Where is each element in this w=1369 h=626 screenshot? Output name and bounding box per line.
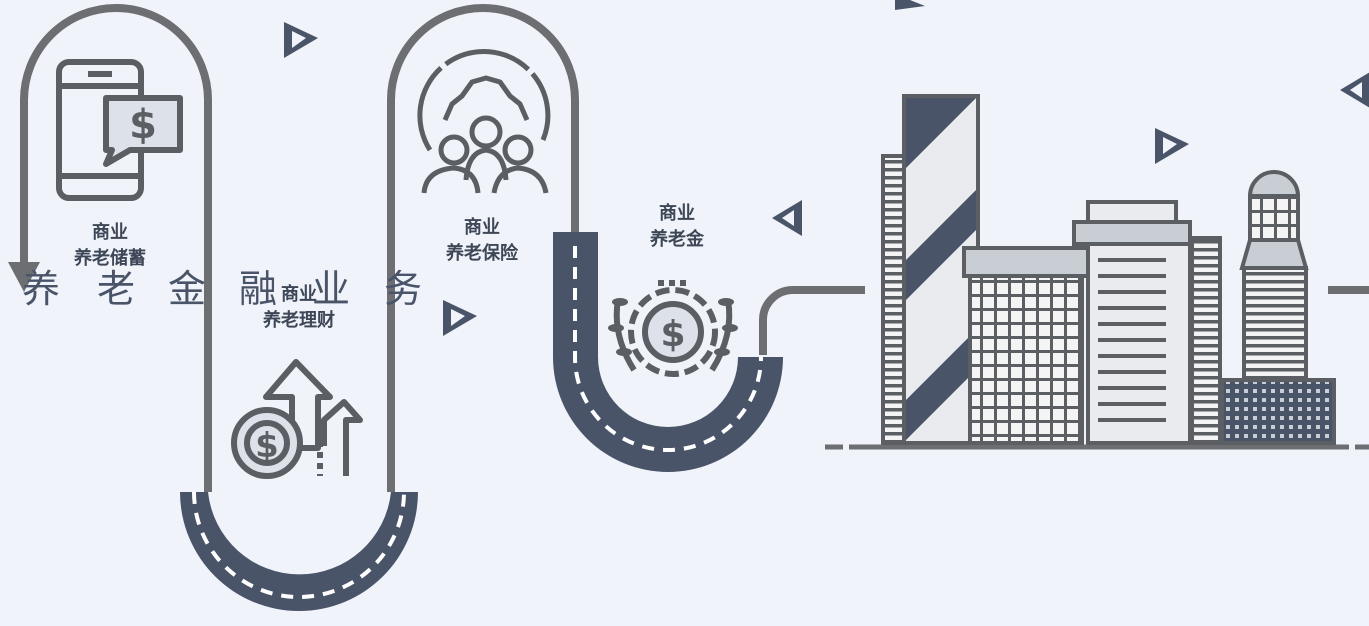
node-label-line1: 商业: [464, 217, 500, 238]
node-label-line2: 养老理财: [263, 310, 335, 331]
gear-people-icon: [417, 48, 551, 194]
coin-growth-icon: $: [231, 359, 363, 479]
flow-path: [20, 4, 1369, 492]
title-char: 业: [312, 267, 351, 311]
title-char: 养: [22, 267, 61, 311]
path-arrow-head: [8, 262, 40, 292]
node-label-line1: 商业: [92, 222, 128, 243]
cityscape-illustration: [825, 94, 1369, 450]
road-curve-2: [553, 232, 783, 472]
node-label-line1: 商业: [659, 203, 695, 224]
node-label-line1: 商业: [281, 284, 317, 305]
node-label-line2: 养老保险: [446, 243, 518, 264]
node-label-pension: 商业 养老金: [617, 201, 737, 253]
dollar-gear-wreath-icon: $: [608, 280, 738, 377]
node-label-savings: 商业 养老储蓄: [50, 220, 170, 272]
title-char: 融: [239, 267, 278, 311]
svg-text:$: $: [129, 102, 157, 148]
node-label-line2: 养老储蓄: [74, 248, 146, 269]
node-label-insurance: 商业 养老保险: [422, 215, 542, 267]
node-label-line2: 养老金: [650, 229, 704, 250]
node-label-wealth: 商业 养老理财: [239, 282, 359, 334]
svg-text:$: $: [255, 426, 279, 466]
svg-text:$: $: [660, 314, 685, 355]
road-curve-1: [180, 491, 418, 611]
decor-triangles: [284, 0, 1369, 336]
phone-dollar-icon: $: [56, 59, 183, 201]
title-char: 务: [384, 267, 423, 311]
title-char: 老: [97, 267, 136, 311]
title-char: 金: [168, 267, 207, 311]
